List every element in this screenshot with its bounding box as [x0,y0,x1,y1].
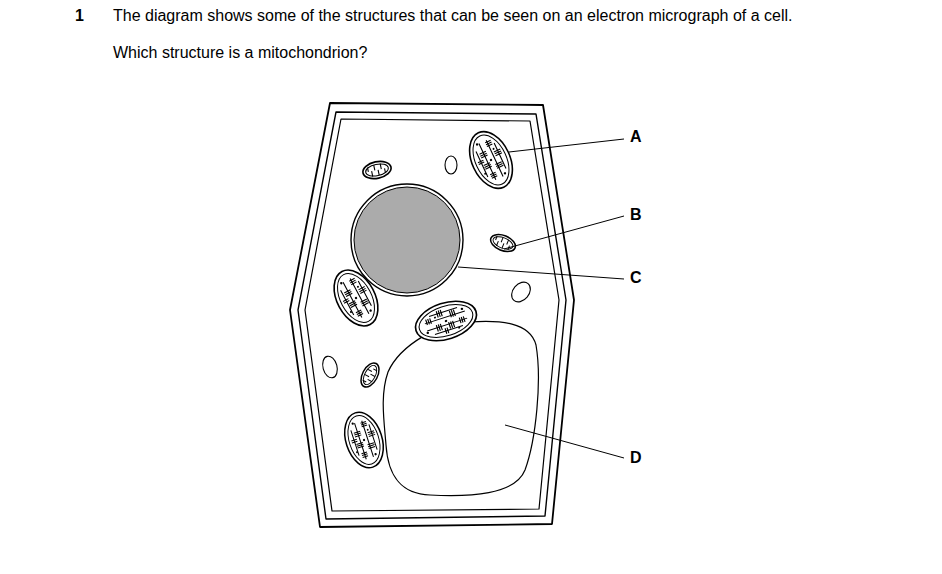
question-number: 1 [75,6,84,26]
callout-letter: A [630,127,642,147]
callout-letter: D [630,448,642,468]
question-text: The diagram shows some of the structures… [113,6,792,26]
callout-letter: B [630,205,642,225]
question-text: Which structure is a mitochondrion? [113,43,367,63]
callout-letter: C [630,268,642,288]
leader-lines [458,139,624,458]
